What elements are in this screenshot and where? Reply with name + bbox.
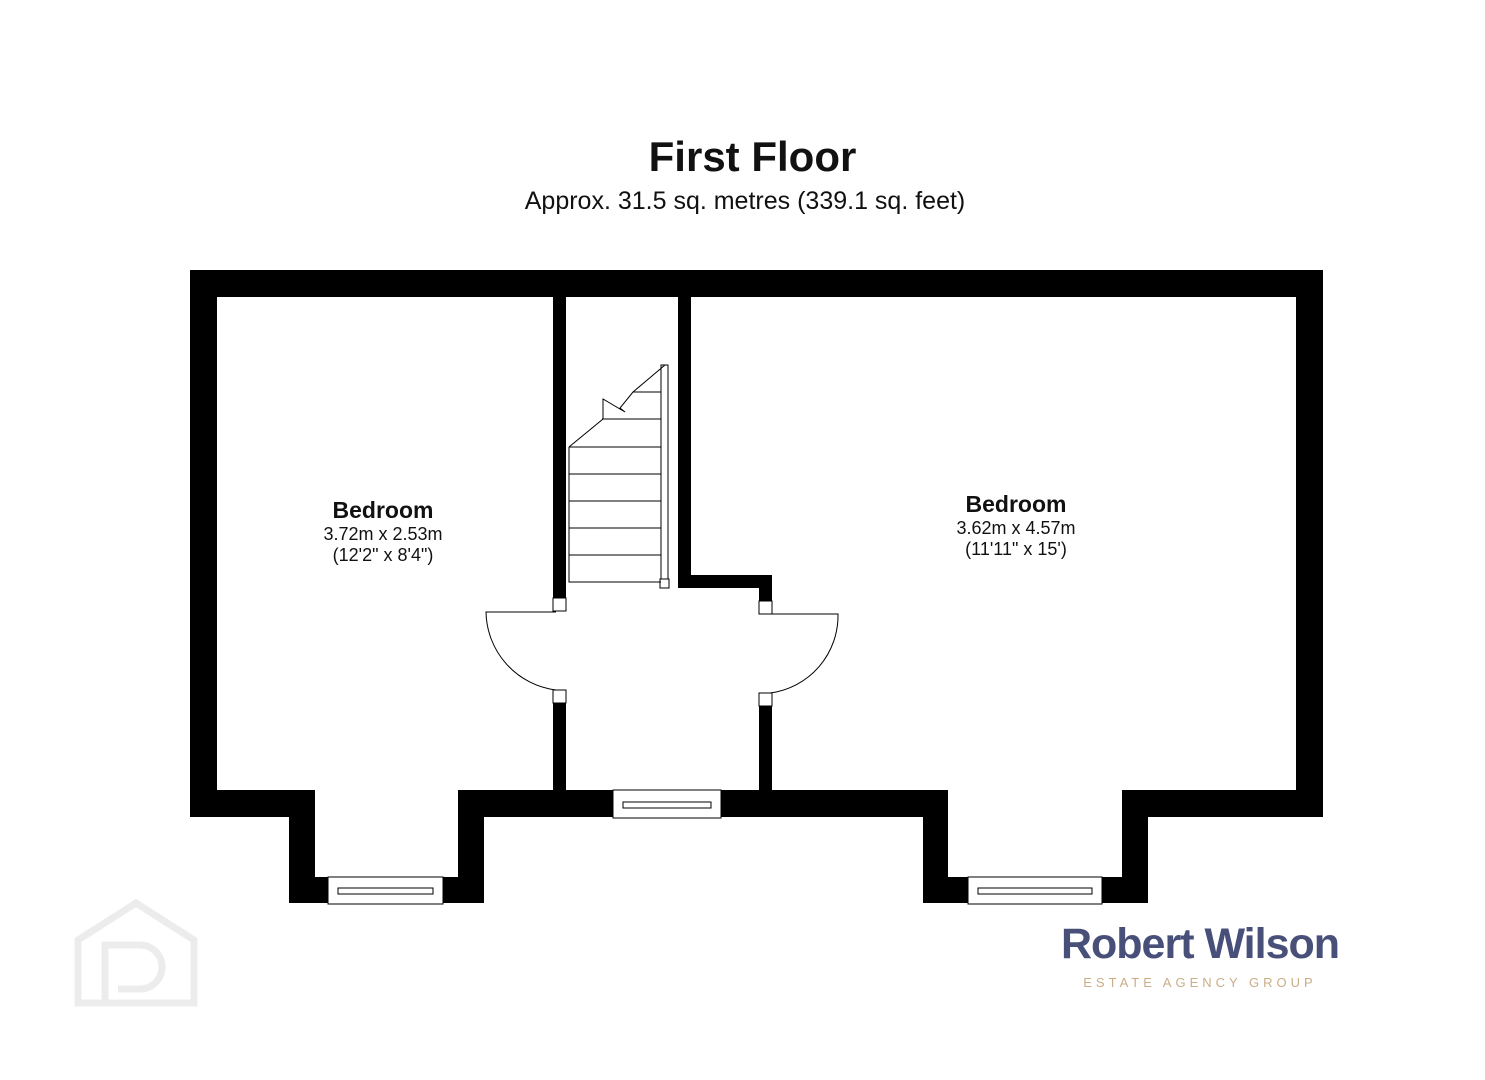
room-name: Bedroom bbox=[332, 497, 434, 523]
room-imperial: (12'2" x 8'4") bbox=[332, 545, 434, 565]
door-swings bbox=[485, 611, 839, 694]
room-name: Bedroom bbox=[965, 491, 1067, 517]
floor-title: First Floor bbox=[648, 133, 857, 180]
staircase bbox=[568, 364, 670, 589]
floor-area: Approx. 31.5 sq. metres (339.1 sq. feet) bbox=[524, 187, 966, 215]
door-jambs bbox=[552, 597, 773, 707]
interior-walls bbox=[553, 297, 772, 793]
windows bbox=[327, 789, 1103, 905]
agency-logo: Robert Wilson ESTATE AGENCY GROUP bbox=[1040, 920, 1360, 990]
room-label-bedroom-left: Bedroom 3.72m x 2.53m (12'2" x 8'4") bbox=[283, 496, 483, 566]
logo-brand: Robert Wilson bbox=[1060, 920, 1340, 968]
room-metric: 3.72m x 2.53m bbox=[323, 524, 443, 544]
room-imperial: (11'11" x 15') bbox=[965, 539, 1067, 559]
room-metric: 3.62m x 4.57m bbox=[956, 518, 1076, 538]
logo-tagline: ESTATE AGENCY GROUP bbox=[1083, 975, 1317, 990]
room-label-bedroom-right: Bedroom 3.62m x 4.57m (11'11" x 15') bbox=[916, 490, 1116, 560]
outer-walls bbox=[190, 270, 1323, 903]
watermark-logo-icon bbox=[74, 898, 198, 1007]
